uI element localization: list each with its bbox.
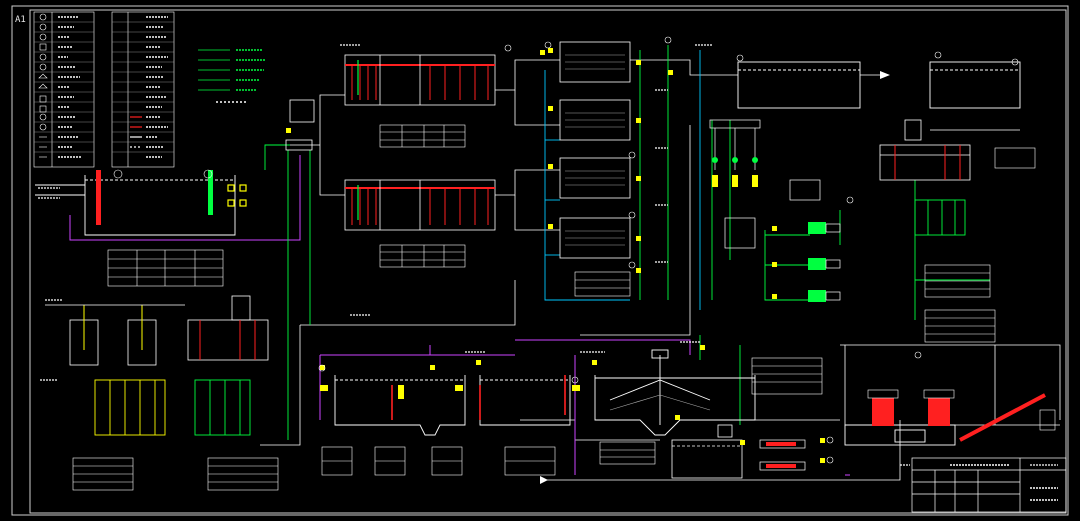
bioreactor-bottom [344,179,496,231]
legend-text-placeholders [58,16,168,158]
water-lines [544,50,701,310]
pam-dosing-pumps [194,379,251,436]
blower-units [808,222,826,302]
backwash-pumps [712,157,758,163]
sludge-hopper [1039,409,1056,431]
supernatant-tank [671,424,743,479]
tag-bubble [203,169,213,179]
drawing-frame [11,5,1069,516]
green-process-lines [264,45,990,440]
screw-conveyor-icon [959,393,1046,442]
clarifier-scraper-arms [609,394,711,411]
equipment-table-inlet [107,249,224,287]
discharge-arrow-icon [540,476,548,484]
inlet-pump-icon [208,170,213,215]
inlet-screen-icon [96,170,101,225]
membrane-valves [548,48,641,273]
clarifier-table [599,441,656,465]
chemical-dosing-pumps [94,379,166,436]
outlet-arrow-icon [880,71,890,79]
clear-water-tank [737,61,1021,109]
dosing-skid-right-pipes [894,145,961,180]
bioreactor-bottom-diffusers [351,188,489,225]
tag-bubble [113,169,123,179]
title-block-text-placeholders [950,464,1058,501]
sludge-holding-tank [479,375,571,426]
inlet-tank [35,175,236,236]
dosing-skid-right [879,119,971,181]
dosing-pumps-right [914,199,966,236]
pipe-color-legend [198,49,266,103]
sludge-thickening-tank [334,375,466,436]
chemical-tables [72,457,279,491]
membrane-modules [565,54,625,246]
sludge-tables [321,446,556,476]
belt-press-frames [867,389,955,399]
legend-table [33,11,175,168]
valve-icons [286,50,825,463]
blower-valves [772,226,777,299]
blower-motors [724,179,841,301]
sludge-risers [391,375,566,420]
backwash-valves [712,175,758,187]
pam-unit-internals [199,320,256,360]
legend-line-samples [130,116,142,148]
legend-symbol-icons [38,13,48,158]
chemical-tank-agitators [83,305,143,350]
belt-press-units [872,398,950,426]
dewatering-building [844,424,956,446]
sludge-pumps [320,385,580,399]
instrument-bubbles [318,36,1019,464]
membrane-tanks [559,41,631,259]
bioreactor-top [344,54,496,106]
pam-preparation-unit [187,295,269,361]
sheet-id: A1 [15,15,26,25]
chemical-tanks [69,319,157,366]
flow-distribution-box [285,99,315,151]
bioreactor-top-diffusers [351,65,489,100]
bioreactor-tables [379,124,466,268]
pipeline-mixer [759,439,806,471]
secondary-clarifier [594,349,756,436]
title-block [911,457,1067,513]
annotation-placeholders [38,44,1058,466]
inlet-tank-fittings [227,184,247,207]
membrane-table [574,271,631,297]
right-tables [751,147,1036,395]
